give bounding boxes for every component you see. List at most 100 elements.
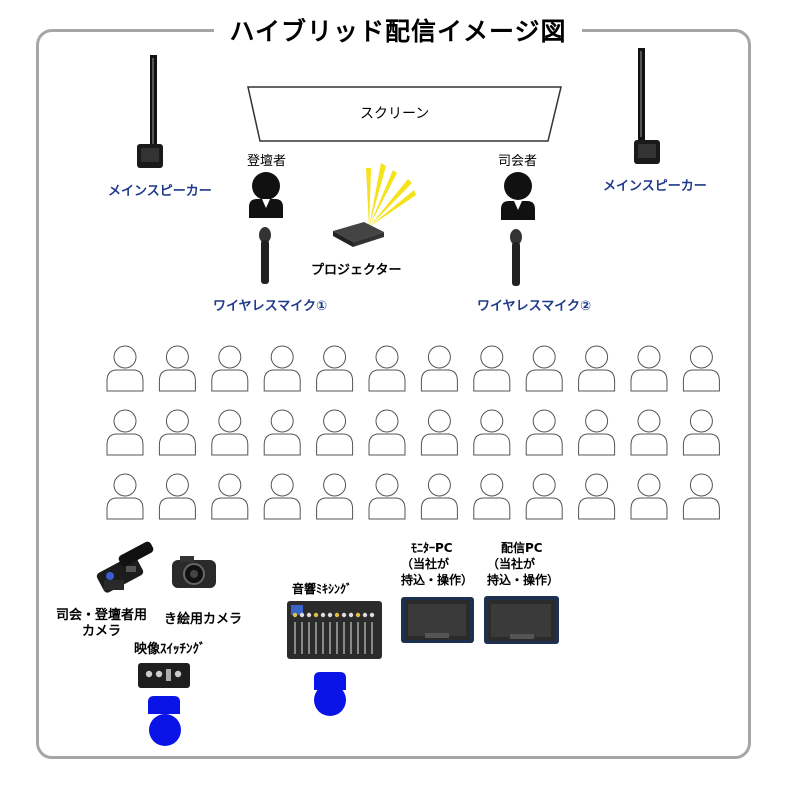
mixer-knob xyxy=(334,612,340,618)
stream-pc-label: 配信PC （当社が 持込・操作） xyxy=(487,540,559,588)
audience-member-icon xyxy=(525,409,563,456)
audience-member-icon xyxy=(578,345,616,392)
mixer-fader-track xyxy=(371,622,373,654)
audience-member-icon xyxy=(106,473,144,520)
mixer-knob xyxy=(327,612,333,618)
mixer-fader-track xyxy=(350,622,352,654)
monitor-pc-label-line2: （当社が xyxy=(401,557,450,571)
camera-sign-label: き絵用カメラ xyxy=(164,612,243,627)
audience-member-icon xyxy=(263,345,301,392)
mixer-knob xyxy=(362,612,368,618)
audience-member-icon xyxy=(420,409,458,456)
mixer-knob xyxy=(320,612,326,618)
speaker-left-icon xyxy=(137,55,163,168)
operator-video-icon xyxy=(148,696,181,746)
audience-member-icon xyxy=(368,345,406,392)
mixer-fader-track xyxy=(336,622,338,654)
audience-member-icon xyxy=(211,473,249,520)
mixer-knob xyxy=(306,612,312,618)
audience-area xyxy=(106,345,720,520)
audience-member-icon xyxy=(368,409,406,456)
audience-member-icon xyxy=(578,409,616,456)
audience-member-icon xyxy=(316,345,354,392)
audience-member-icon xyxy=(368,473,406,520)
audio-mixer-icon xyxy=(287,601,382,659)
mic-1-label: ワイヤレスマイク① xyxy=(213,299,327,314)
mixer-knob xyxy=(348,612,354,618)
audience-member-icon xyxy=(158,345,196,392)
mixer-knob xyxy=(292,612,298,618)
audience-member-icon xyxy=(106,345,144,392)
audience-member-icon xyxy=(106,409,144,456)
stream-pc-label-line1: 配信PC xyxy=(501,541,543,555)
audience-member-icon xyxy=(158,473,196,520)
camera-main-label-line2: カメラ xyxy=(82,624,122,639)
speaker-right-label: メインスピーカー xyxy=(603,179,707,194)
monitor-pc-label-line3: 持込・操作） xyxy=(401,573,474,587)
speaker-left-label: メインスピーカー xyxy=(108,184,212,199)
audience-member-icon xyxy=(211,345,249,392)
monitor-pc-label-line1: ﾓﾆﾀｰPC xyxy=(411,541,453,555)
mixer-knob xyxy=(341,612,347,618)
camera-main-icon xyxy=(96,541,154,593)
stream-pc-label-line2: （当社が xyxy=(487,557,536,571)
projector-icon xyxy=(333,163,416,247)
mic-2-label: ワイヤレスマイク② xyxy=(477,299,591,314)
screen xyxy=(247,86,562,142)
audience-member-icon xyxy=(263,409,301,456)
audience-member-icon xyxy=(473,473,511,520)
audience-member-icon xyxy=(525,345,563,392)
audience-member-icon xyxy=(420,345,458,392)
audience-member-icon xyxy=(316,409,354,456)
operator-audio-icon xyxy=(314,672,346,716)
mixer-fader-track xyxy=(343,622,345,654)
diagram-title: ハイブリッド配信イメージ図 xyxy=(214,14,582,50)
video-switcher-icon xyxy=(138,663,190,688)
camera-main-label-line1: 司会・登壇者用 xyxy=(56,608,148,623)
presenter-icon xyxy=(249,172,283,218)
audience-member-icon xyxy=(316,473,354,520)
mixer-fader-track xyxy=(301,622,303,654)
mc-label: 司会者 xyxy=(498,154,538,169)
mixer-knob xyxy=(313,612,319,618)
speaker-right-icon xyxy=(634,48,660,164)
mixer-fader-track xyxy=(357,622,359,654)
presenter-label: 登壇者 xyxy=(247,154,287,169)
monitor-pc-label: ﾓﾆﾀｰPC （当社が 持込・操作） xyxy=(401,540,473,588)
monitor-pc-icon xyxy=(401,597,474,643)
audience-member-icon xyxy=(473,345,511,392)
audience-member-icon xyxy=(578,473,616,520)
audience-member-icon xyxy=(473,409,511,456)
screen-label: スクリーン xyxy=(360,106,430,122)
audience-member-icon xyxy=(420,473,458,520)
camera-main-label: 司会・登壇者用 カメラ xyxy=(56,608,147,640)
mixer-fader-track xyxy=(315,622,317,654)
stream-pc-icon xyxy=(484,596,559,644)
audience-member-icon xyxy=(630,473,668,520)
mixer-knob xyxy=(299,612,305,618)
mixer-fader-track xyxy=(364,622,366,654)
camera-sign-icon xyxy=(172,556,216,588)
mixer-knob xyxy=(369,612,375,618)
audience-member-icon xyxy=(263,473,301,520)
audience-member-icon xyxy=(211,409,249,456)
audience-member-icon xyxy=(158,409,196,456)
mixer-fader-track xyxy=(322,622,324,654)
video-switching-label: 映像ｽｲｯﾁﾝｸﾞ xyxy=(134,642,206,657)
audience-member-icon xyxy=(682,345,720,392)
mixer-knob xyxy=(355,612,361,618)
audience-member-icon xyxy=(630,409,668,456)
audience-member-icon xyxy=(682,473,720,520)
audience-member-icon xyxy=(630,345,668,392)
audio-mixing-label: 音響ﾐｷｼﾝｸﾞ xyxy=(292,582,353,596)
stream-pc-label-line3: 持込・操作） xyxy=(487,573,560,587)
audience-member-icon xyxy=(525,473,563,520)
mixer-fader-track xyxy=(308,622,310,654)
projector-label: プロジェクター xyxy=(311,263,402,278)
audience-member-icon xyxy=(682,409,720,456)
mixer-fader-track xyxy=(329,622,331,654)
mc-icon xyxy=(501,172,535,220)
wireless-mic-1-icon xyxy=(259,227,271,284)
wireless-mic-2-icon xyxy=(510,229,522,286)
